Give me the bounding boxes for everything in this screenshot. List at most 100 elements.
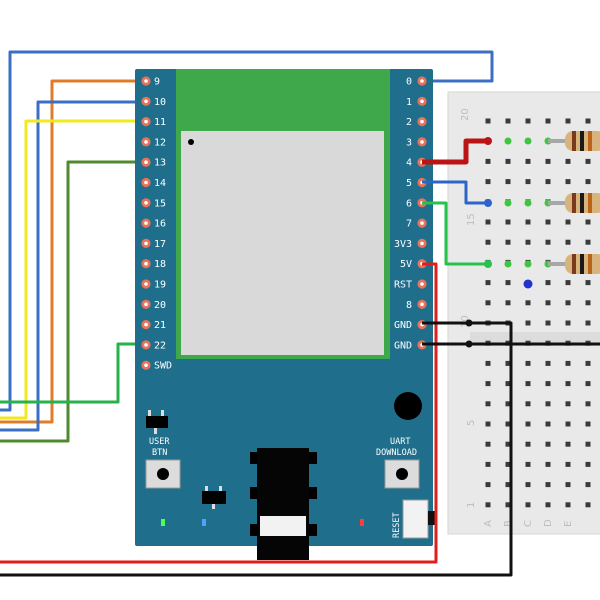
breadboard-hole[interactable] bbox=[545, 239, 551, 245]
breadboard-hole[interactable] bbox=[505, 502, 511, 508]
breadboard-hole[interactable] bbox=[565, 461, 571, 467]
breadboard-hole[interactable] bbox=[545, 320, 551, 326]
breadboard-hole[interactable] bbox=[545, 421, 551, 427]
breadboard-hole[interactable] bbox=[505, 219, 511, 225]
breadboard-hole[interactable] bbox=[545, 441, 551, 447]
breadboard-hole[interactable] bbox=[525, 441, 531, 447]
breadboard-hole[interactable] bbox=[545, 219, 551, 225]
reset-switch[interactable] bbox=[402, 499, 436, 539]
right-pin-label: 7 bbox=[406, 219, 412, 230]
breadboard-hole[interactable] bbox=[545, 461, 551, 467]
breadboard-hole[interactable] bbox=[485, 219, 491, 225]
breadboard-hole[interactable] bbox=[505, 401, 511, 407]
breadboard-hole[interactable] bbox=[585, 461, 591, 467]
breadboard-hole[interactable] bbox=[545, 179, 551, 185]
breadboard-hole[interactable] bbox=[505, 239, 511, 245]
breadboard-hole[interactable] bbox=[485, 280, 491, 286]
breadboard-hole[interactable] bbox=[585, 158, 591, 164]
breadboard-hole[interactable] bbox=[505, 482, 511, 488]
breadboard-hole[interactable] bbox=[505, 360, 511, 366]
breadboard-hole[interactable] bbox=[505, 381, 511, 387]
breadboard-hole[interactable] bbox=[585, 219, 591, 225]
breadboard-hole[interactable] bbox=[585, 502, 591, 508]
pin-hole bbox=[144, 99, 148, 104]
breadboard-hole[interactable] bbox=[565, 300, 571, 306]
breadboard-hole[interactable] bbox=[485, 239, 491, 245]
breadboard-hole[interactable] bbox=[545, 118, 551, 124]
breadboard-hole[interactable] bbox=[485, 502, 491, 508]
breadboard-hole[interactable] bbox=[585, 320, 591, 326]
breadboard-hole[interactable] bbox=[525, 118, 531, 124]
breadboard-hole[interactable] bbox=[485, 179, 491, 185]
breadboard-hole[interactable] bbox=[525, 179, 531, 185]
breadboard-hole[interactable] bbox=[565, 502, 571, 508]
breadboard-hole[interactable] bbox=[585, 300, 591, 306]
right-pin-label: RST bbox=[394, 280, 412, 291]
breadboard-hole[interactable] bbox=[565, 219, 571, 225]
breadboard-hole[interactable] bbox=[505, 461, 511, 467]
breadboard-hole[interactable] bbox=[565, 280, 571, 286]
breadboard-hole[interactable] bbox=[585, 360, 591, 366]
breadboard-hole[interactable] bbox=[565, 118, 571, 124]
breadboard-hole[interactable] bbox=[505, 300, 511, 306]
breadboard-hole[interactable] bbox=[585, 421, 591, 427]
breadboard-hole[interactable] bbox=[545, 482, 551, 488]
breadboard-hole[interactable] bbox=[485, 461, 491, 467]
breadboard-hole[interactable] bbox=[525, 381, 531, 387]
breadboard-hole[interactable] bbox=[585, 381, 591, 387]
breadboard-hole[interactable] bbox=[525, 219, 531, 225]
breadboard-hole[interactable] bbox=[485, 158, 491, 164]
user-button[interactable] bbox=[145, 459, 181, 489]
breadboard-hole[interactable] bbox=[485, 421, 491, 427]
breadboard-hole[interactable] bbox=[585, 179, 591, 185]
breadboard-hole[interactable] bbox=[485, 381, 491, 387]
breadboard-hole[interactable] bbox=[485, 118, 491, 124]
breadboard-hole[interactable] bbox=[545, 158, 551, 164]
breadboard-hole[interactable] bbox=[525, 300, 531, 306]
row-number-15: 15 bbox=[466, 213, 477, 226]
breadboard-hole[interactable] bbox=[485, 300, 491, 306]
breadboard-hole[interactable] bbox=[525, 320, 531, 326]
breadboard-hole[interactable] bbox=[565, 421, 571, 427]
breadboard-hole[interactable] bbox=[525, 461, 531, 467]
breadboard-hole[interactable] bbox=[505, 441, 511, 447]
breadboard-hole[interactable] bbox=[545, 280, 551, 286]
breadboard-hole[interactable] bbox=[505, 280, 511, 286]
breadboard-hole[interactable] bbox=[565, 381, 571, 387]
breadboard-hole[interactable] bbox=[545, 401, 551, 407]
breadboard-hole[interactable] bbox=[525, 158, 531, 164]
breadboard-hole[interactable] bbox=[485, 401, 491, 407]
breadboard-hole[interactable] bbox=[585, 118, 591, 124]
breadboard-hole[interactable] bbox=[565, 441, 571, 447]
breadboard-hole[interactable] bbox=[545, 360, 551, 366]
breadboard-hole[interactable] bbox=[585, 441, 591, 447]
breadboard-hole[interactable] bbox=[565, 158, 571, 164]
breadboard-hole[interactable] bbox=[585, 280, 591, 286]
breadboard-hole[interactable] bbox=[545, 300, 551, 306]
breadboard-hole[interactable] bbox=[505, 421, 511, 427]
breadboard-hole[interactable] bbox=[585, 482, 591, 488]
breadboard-hole[interactable] bbox=[505, 158, 511, 164]
breadboard-hole[interactable] bbox=[565, 320, 571, 326]
breadboard-hole[interactable] bbox=[565, 482, 571, 488]
breadboard-hole[interactable] bbox=[525, 401, 531, 407]
breadboard-hole[interactable] bbox=[525, 360, 531, 366]
breadboard-hole[interactable] bbox=[545, 381, 551, 387]
uart-download-button[interactable] bbox=[384, 459, 420, 489]
breadboard-hole[interactable] bbox=[565, 360, 571, 366]
breadboard-hole[interactable] bbox=[565, 179, 571, 185]
breadboard-hole[interactable] bbox=[525, 502, 531, 508]
breadboard-hole[interactable] bbox=[525, 421, 531, 427]
breadboard-hole[interactable] bbox=[485, 441, 491, 447]
breadboard-hole[interactable] bbox=[545, 502, 551, 508]
breadboard-hole[interactable] bbox=[485, 482, 491, 488]
breadboard-hole[interactable] bbox=[505, 118, 511, 124]
breadboard-hole[interactable] bbox=[565, 239, 571, 245]
breadboard-hole[interactable] bbox=[505, 179, 511, 185]
breadboard-hole[interactable] bbox=[485, 360, 491, 366]
breadboard-hole[interactable] bbox=[565, 401, 571, 407]
breadboard-hole[interactable] bbox=[585, 401, 591, 407]
breadboard-hole[interactable] bbox=[525, 239, 531, 245]
breadboard-hole[interactable] bbox=[585, 239, 591, 245]
breadboard-hole[interactable] bbox=[525, 482, 531, 488]
